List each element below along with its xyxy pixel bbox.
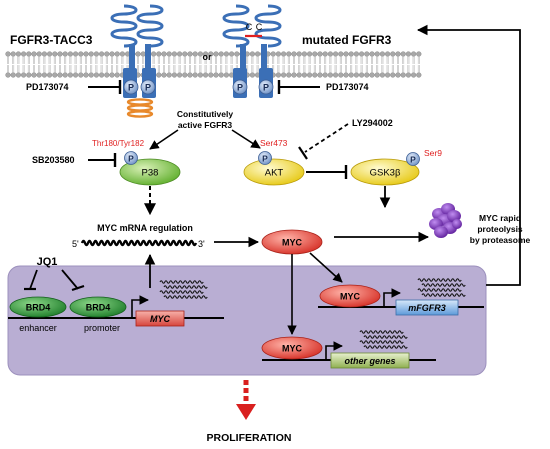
phospho-p-icon bbox=[140, 79, 156, 95]
myc-gene-box bbox=[135, 310, 185, 327]
constitutive-label-line1: Constitutively bbox=[177, 109, 233, 119]
other-genes-label: other genes bbox=[344, 356, 395, 366]
brd4-enhancer-node bbox=[9, 296, 67, 318]
phospho-label: P bbox=[128, 154, 134, 164]
cysteine-label-right: C bbox=[256, 22, 263, 32]
proliferation-arrow-icon bbox=[236, 404, 256, 420]
proteolysis-label-line1: MYC rapid bbox=[479, 213, 521, 223]
phospho-p-icon bbox=[232, 79, 248, 95]
five-prime-label: 5' bbox=[72, 239, 79, 249]
other-genes-box bbox=[330, 352, 410, 369]
myc-nuclear-node-2 bbox=[261, 336, 323, 360]
brd4-label: BRD4 bbox=[26, 303, 51, 313]
proliferation-label: PROLIFERATION bbox=[207, 432, 292, 444]
p38-label: P38 bbox=[142, 168, 159, 179]
phospho-p-icon bbox=[123, 79, 139, 95]
phospho-label: P bbox=[128, 83, 134, 93]
fgfr3-tacc3-label: FGFR3-TACC3 bbox=[10, 33, 93, 47]
phospho-label: P bbox=[410, 155, 416, 165]
myc-protein-label: MYC bbox=[282, 238, 303, 248]
mrna-wave bbox=[80, 239, 198, 247]
other-gene-transcripts bbox=[359, 330, 408, 349]
phospho-label: P bbox=[237, 83, 243, 93]
myc-gene-label: MYC bbox=[150, 314, 171, 324]
pd173074-right-label: PD173074 bbox=[326, 82, 369, 92]
mfgfr3-gene-label: mFGFR3 bbox=[408, 303, 446, 313]
nucleus-region bbox=[7, 265, 487, 376]
gsk3b-node bbox=[350, 158, 420, 186]
myc-transcripts bbox=[159, 280, 208, 299]
mutated-fgfr3-label: mutated FGFR3 bbox=[302, 33, 392, 47]
pd173074-left-label: PD173074 bbox=[26, 82, 69, 92]
akt-label: AKT bbox=[265, 168, 284, 179]
myc-nuclear-label-2: MYC bbox=[282, 344, 303, 354]
p38-site-label: Thr180/Tyr182 bbox=[92, 139, 145, 148]
or-label: or bbox=[203, 52, 212, 62]
phospho-label: P bbox=[262, 154, 268, 164]
proteasome-icon bbox=[429, 203, 462, 238]
constitutive-label-line2: active FGFR3 bbox=[178, 120, 233, 130]
akt-site-label: Ser473 bbox=[260, 138, 288, 148]
cell-membrane bbox=[5, 51, 422, 78]
ly294002-label: LY294002 bbox=[352, 118, 393, 128]
brd4-label: BRD4 bbox=[86, 303, 111, 313]
myc-nuclear-node bbox=[319, 284, 381, 308]
mfgfr3-gene-box bbox=[395, 299, 459, 316]
sb203580-label: SB203580 bbox=[32, 155, 75, 165]
gsk-site-label: Ser9 bbox=[424, 148, 442, 158]
myc-nuclear-label: MYC bbox=[340, 292, 361, 302]
p38-node bbox=[119, 158, 181, 186]
phospho-label: P bbox=[263, 83, 269, 93]
three-prime-label: 3' bbox=[198, 239, 205, 249]
enhancer-label: enhancer bbox=[19, 323, 57, 333]
cysteine-label-left: C bbox=[246, 22, 253, 32]
brd4-promoter-node bbox=[69, 296, 127, 318]
akt-node bbox=[243, 158, 305, 186]
mfgfr3-transcripts bbox=[417, 278, 466, 297]
phospho-p-icon bbox=[406, 152, 420, 166]
jq1-label: JQ1 bbox=[37, 256, 58, 268]
proteolysis-label-line2: proteolysis bbox=[477, 224, 523, 234]
phospho-label: P bbox=[145, 83, 151, 93]
proteolysis-label-line3: by proteasome bbox=[470, 235, 531, 245]
myc-mrna-regulation-label: MYC mRNA regulation bbox=[97, 223, 193, 233]
promoter-label: promoter bbox=[84, 323, 120, 333]
phospho-p-icon bbox=[258, 79, 274, 95]
phospho-p-icon bbox=[124, 151, 138, 165]
gsk3b-label: GSK3β bbox=[370, 168, 401, 179]
phospho-p-icon bbox=[258, 151, 272, 165]
